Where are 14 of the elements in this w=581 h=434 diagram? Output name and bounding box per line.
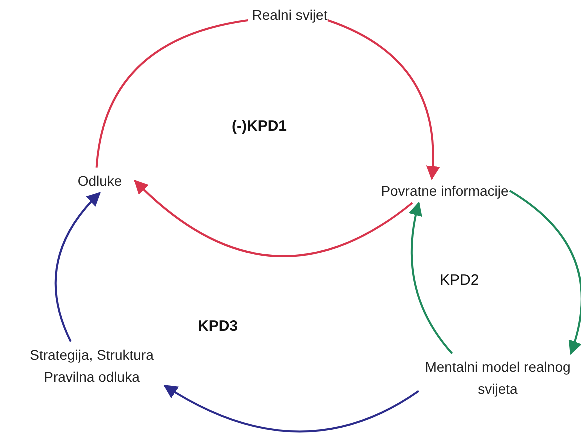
loop-label: (-)KPD1 — [232, 118, 287, 135]
curved-arrow — [509, 190, 581, 356]
loop-label: KPD3 — [198, 318, 238, 335]
node-label: Strategija, Struktura Pravilna odluka — [22, 344, 162, 388]
curved-arrow — [164, 384, 420, 433]
curved-arrow — [409, 202, 454, 354]
loop-label: KPD2 — [440, 272, 480, 289]
curved-arrow — [134, 180, 414, 258]
node-label: Odluke — [68, 170, 132, 192]
curved-arrow — [55, 192, 101, 342]
curved-arrow — [328, 20, 440, 180]
node-label: Realni svijet — [252, 4, 328, 26]
node-label: Mentalni model realnog svijeta — [422, 356, 574, 400]
node-label: Povratne informacije — [380, 180, 510, 202]
